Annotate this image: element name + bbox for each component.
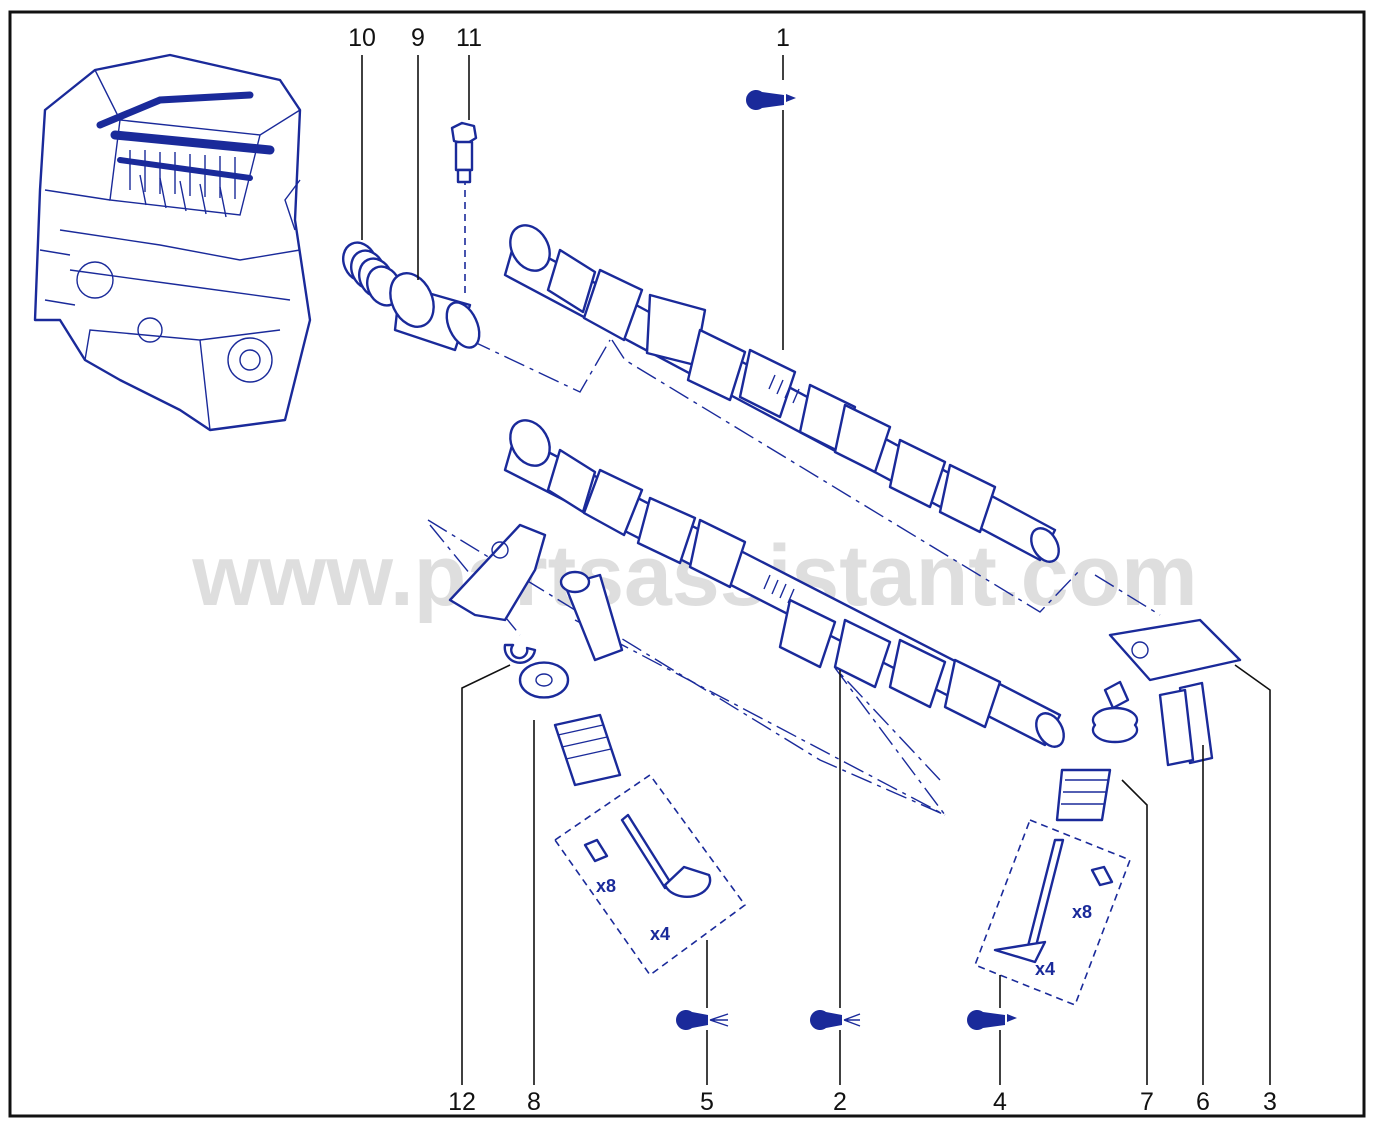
callout-2: 2	[833, 1088, 847, 1116]
callout-1: 1	[776, 24, 790, 52]
callout-7: 7	[1140, 1088, 1154, 1116]
right-valve-box	[973, 818, 1132, 1007]
callout-6: 6	[1196, 1088, 1210, 1116]
qty-left-valves: x4	[650, 924, 670, 944]
callout-10: 10	[348, 24, 376, 52]
callout-4: 4	[993, 1088, 1007, 1116]
oil-symbol-icon	[676, 1010, 729, 1030]
oil-symbol-icon	[809, 1010, 861, 1030]
bushing-part-9	[389, 272, 481, 352]
leader-lines	[361, 55, 1271, 1085]
bolt-part-11	[450, 121, 478, 184]
right-valve-assembly	[993, 618, 1242, 964]
diagram-frame	[8, 10, 1366, 1118]
qty-right-valves: x4	[1035, 959, 1055, 979]
left-valve-box	[553, 773, 747, 977]
qty-right-keepers: x8	[1072, 902, 1092, 922]
grease-symbol-icon	[746, 90, 796, 110]
callout-5: 5	[700, 1088, 714, 1116]
callout-11: 11	[456, 24, 482, 52]
lower-camshaft	[503, 419, 1065, 748]
callout-12: 12	[448, 1088, 476, 1116]
grease-symbol-icon	[967, 1010, 1017, 1030]
callout-8: 8	[527, 1088, 541, 1116]
qty-left-keepers: x8	[596, 876, 616, 896]
left-valve-assembly	[448, 523, 712, 898]
callout-3: 3	[1263, 1088, 1277, 1116]
engine-thumbnail	[33, 53, 312, 432]
upper-camshaft	[503, 224, 1060, 563]
callout-9: 9	[411, 24, 425, 52]
